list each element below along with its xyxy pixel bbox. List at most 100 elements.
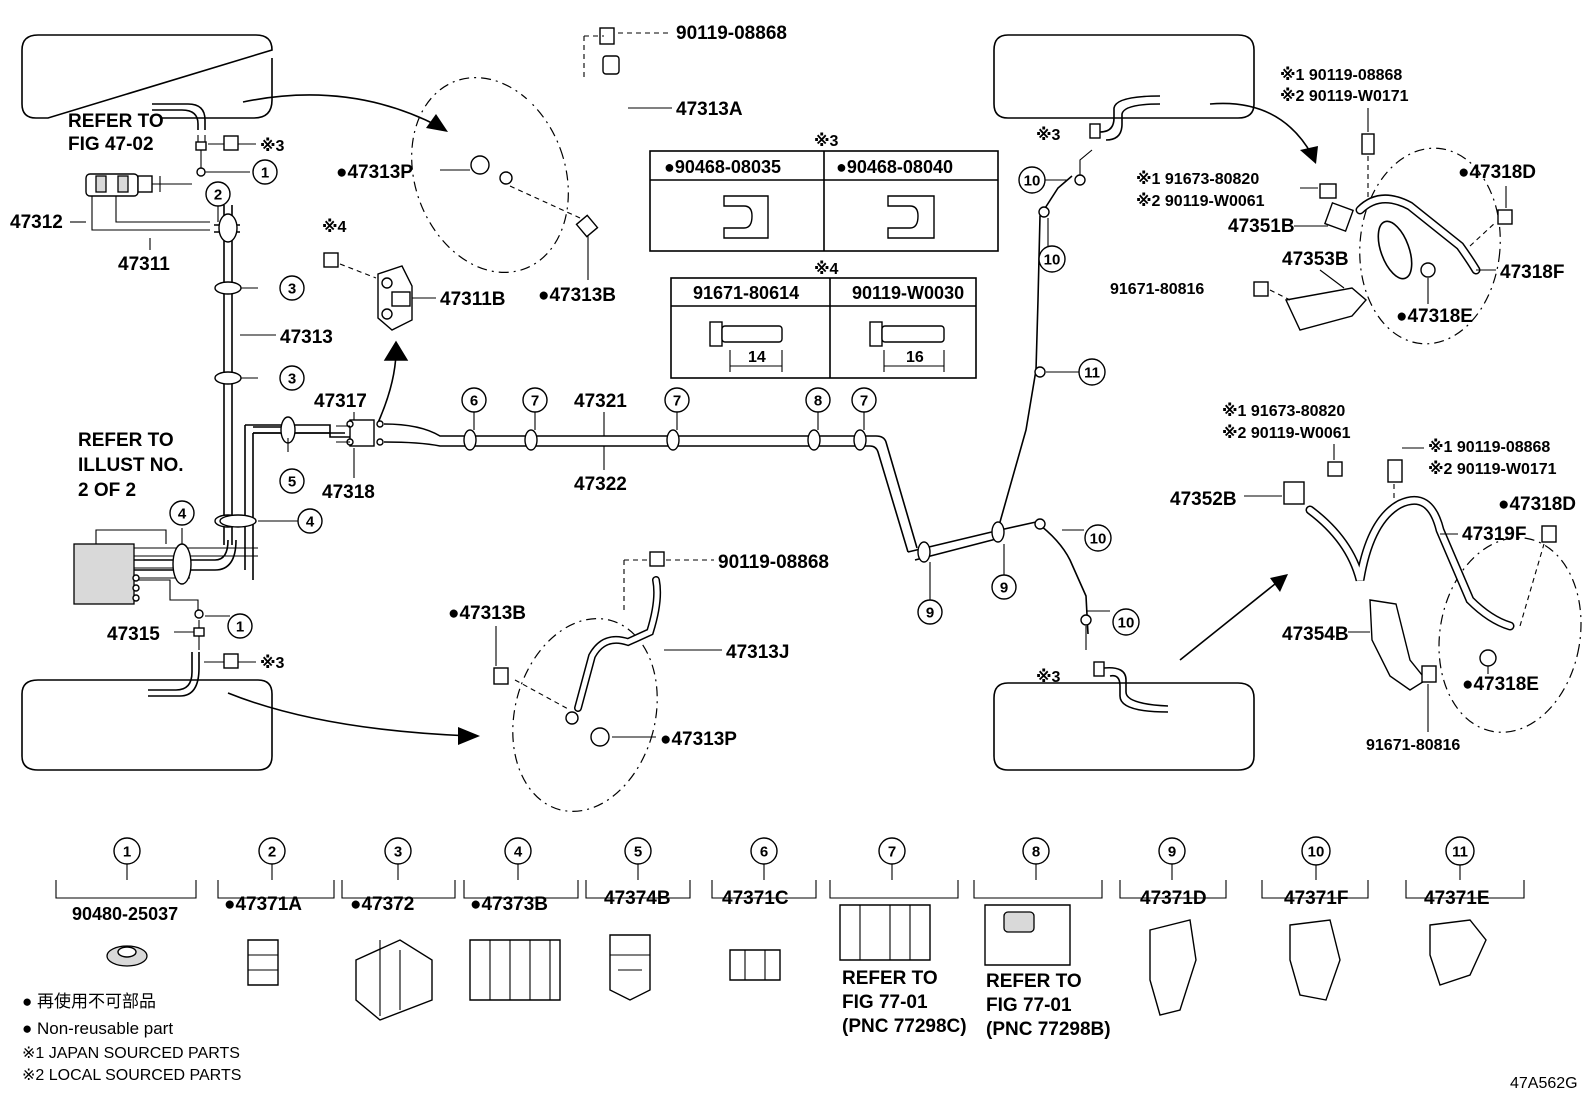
legend-non-reusable-en: ● Non-reusable part [22,1019,173,1038]
label-47352B: 47352B [1170,489,1237,510]
callout-5: 5 [288,474,296,491]
frame-rear-left [21,679,273,771]
table3-col1: ●90468-08035 [664,157,781,177]
mark-3-front-right: ※3 [1036,126,1061,144]
catalog-ref-7-line2: FIG 77-01 [842,992,928,1013]
label-47321: 47321 [574,391,627,412]
callout-7b: 7 [673,393,681,410]
table4-col2: 90119-W0030 [852,283,964,303]
callout-3a: 3 [288,281,296,298]
catalog-num-5: 5 [634,844,642,861]
legend-japan-sourced: ※1 JAPAN SOURCED PARTS [22,1045,240,1062]
master-cylinder-47312 [85,173,210,231]
catalog-num-4: 4 [514,844,523,861]
frame-rear-right [993,682,1255,771]
label-90119-08868-top: 90119-08868 [676,23,787,44]
callout-7c: 7 [860,393,868,410]
table3-col2: ●90468-08040 [836,157,953,177]
callout-10c: 10 [1024,173,1041,190]
table3-mark: ※3 [814,132,839,150]
frame-front-right [993,34,1255,119]
front-left-brake-tube [152,103,207,177]
catalog-ref-7-line3: (PNC 77298C) [842,1016,967,1037]
label-47322: 47322 [574,474,627,495]
label-47318F: 47318F [1500,262,1564,283]
label-47315: 47315 [107,624,160,645]
main-vertical-line [80,205,360,580]
catalog-part-4: ●47373B [470,894,548,915]
catalog-part-10: 47371F [1284,888,1348,909]
label-47318E-b: ●47318E [1462,674,1539,695]
catalog-num-9: 9 [1168,844,1176,861]
flex-hose-47313J [493,551,665,812]
callout-1b: 1 [236,619,244,636]
callout-4b: 4 [178,506,187,523]
label-47319F: 47319F [1462,524,1526,545]
table-3 [649,150,999,252]
ref-illust-line1: REFER TO [78,430,174,451]
table4-dim2: 16 [906,349,924,366]
catalog-part-5: 47374B [604,888,671,909]
ref-illust-line2: ILLUST NO. [78,455,184,476]
label-47313B-top: ●47313B [538,285,616,306]
catalog-num-8: 8 [1032,844,1040,861]
catalog-ref-8-line1: REFER TO [986,971,1082,992]
ref-r2-b: ※2 90119-W0061 [1222,424,1351,442]
ref-fig-47-02-line2: FIG 47-02 [68,134,154,155]
ref-r3-a: ※1 91673-80820 [1136,170,1259,188]
diagram-code: 47A562G [1510,1075,1578,1092]
mark-3-front-left: ※3 [260,137,285,155]
ref-illust-line3: 2 OF 2 [78,480,136,501]
label-47311: 47311 [118,254,170,275]
frame-front-left [21,34,273,119]
ref-r1-b: ※1 91673-80820 [1222,402,1345,420]
ref-r4-a: ※2 90119-W0061 [1136,192,1265,210]
callout-7a: 7 [531,393,539,410]
catalog-part-6: 47371C [722,888,789,909]
legend-local-sourced: ※2 LOCAL SOURCED PARTS [22,1067,241,1084]
rear-brake-tube [253,95,1169,713]
ref-r3-b: ※1 90119-08868 [1428,438,1550,456]
reference-frames [21,34,1255,771]
callout-8: 8 [814,393,822,410]
label-47313P-bot: ●47313P [660,729,737,750]
callout-11: 11 [1084,365,1100,382]
ref-fig-47-02-line1: REFER TO [68,111,164,132]
catalog-num-6: 6 [760,844,768,861]
callout-10b: 10 [1118,615,1135,632]
catalog-num-10: 10 [1308,844,1325,861]
catalog-num-3: 3 [394,844,402,861]
callout-10a: 10 [1090,531,1107,548]
label-47318D-b: ●47318D [1498,494,1576,515]
catalog-part-1: 90480-25037 [72,904,178,924]
label-47311B: 47311B [440,289,506,310]
label-47313A: 47313A [676,99,743,120]
ref-r1-a: ※1 90119-08868 [1280,66,1402,84]
ref-r2-a: ※2 90119-W0171 [1280,87,1409,105]
callout-3b: 3 [288,371,296,388]
ref-r4-b: ※2 90119-W0171 [1428,460,1557,478]
catalog-ref-8-line2: FIG 77-01 [986,995,1072,1016]
front-right-bracket-assembly [1253,133,1513,345]
label-47354B: 47354B [1282,624,1349,645]
legend-non-reusable-jp: ● 再使用不可部品 [22,991,156,1011]
catalog-num-1: 1 [123,844,131,861]
rear-right-bracket-assembly [1283,459,1582,733]
label-47318D-a: ●47318D [1458,162,1536,183]
callout-4a: 4 [306,514,315,531]
catalog-ref-7-line1: REFER TO [842,968,938,989]
callout-markers: 1 2 3 3 4 4 5 6 7 7 8 7 9 9 10 10 10 10 … [169,159,1140,639]
mark-4-clamp: ※4 [322,218,347,236]
catalog-part-3: ●47372 [350,894,414,915]
callout-2: 2 [214,187,222,204]
flex-hose-47313A [411,27,620,274]
label-47351B: 47351B [1228,216,1295,237]
table4-col1: 91671-80614 [693,283,799,303]
label-47312: 47312 [10,212,63,233]
mark-3-rear-left: ※3 [260,654,285,672]
label-47313J: 47313J [726,642,789,663]
clamp-47311B [323,252,413,331]
catalog-part-2: ●47371A [224,894,302,915]
label-47313P-top: ●47313P [336,162,413,183]
